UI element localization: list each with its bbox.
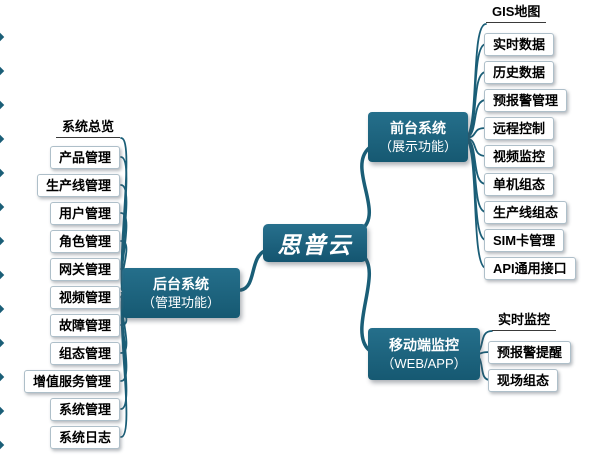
backend-leaf-node[interactable]: 组态管理: [49, 342, 120, 365]
main-connector: [239, 248, 269, 292]
main-connector: [359, 146, 372, 232]
branch-mobile[interactable]: 移动端监控 （WEB/APP）: [368, 328, 480, 380]
backend-leaf-node[interactable]: 系统总览: [55, 118, 120, 138]
mobile-leaf-node[interactable]: 现场组态: [488, 369, 559, 392]
branch-backend[interactable]: 后台系统 （管理功能）: [122, 268, 240, 318]
backend-leaf-node[interactable]: 用户管理: [49, 202, 120, 225]
connector: [463, 137, 487, 269]
backend-leaf-node[interactable]: 增值服务管理: [23, 370, 120, 393]
branch-frontend-sublabel: （展示功能）: [378, 139, 457, 154]
backend-leaf-node[interactable]: 系统管理: [49, 398, 120, 421]
mobile-leaf-node[interactable]: 实时监控: [492, 311, 557, 331]
frontend-leaf-node[interactable]: SIM卡管理: [484, 229, 565, 252]
frontend-leaf-node[interactable]: 视频监控: [484, 145, 555, 168]
frontend-leaf-node[interactable]: 预报警管理: [484, 89, 568, 112]
backend-leaf-node[interactable]: 视频管理: [49, 286, 120, 309]
backend-leaf-node[interactable]: 生产线管理: [36, 174, 120, 197]
branch-frontend[interactable]: 前台系统 （展示功能）: [368, 112, 468, 162]
frontend-leaf-node[interactable]: 历史数据: [484, 61, 555, 84]
backend-leaf-node[interactable]: 系统日志: [49, 426, 120, 449]
mobile-leaf-node[interactable]: 预报警提醒: [488, 341, 572, 364]
branch-backend-label: 后台系统: [153, 276, 209, 292]
branch-frontend-label: 前台系统: [390, 120, 446, 136]
center-topic[interactable]: 思普云: [263, 224, 367, 262]
backend-leaf-node[interactable]: 产品管理: [49, 146, 120, 169]
backend-leaf-node[interactable]: 角色管理: [49, 230, 120, 253]
branch-backend-sublabel: （管理功能）: [141, 295, 220, 310]
frontend-leaf-node[interactable]: 实时数据: [484, 33, 555, 56]
backend-leaf-node[interactable]: 网关管理: [49, 258, 120, 281]
branch-mobile-sublabel: （WEB/APP）: [381, 356, 467, 371]
backend-leaf-node[interactable]: 故障管理: [49, 314, 120, 337]
frontend-leaf-node[interactable]: 单机组态: [484, 173, 555, 196]
main-connector: [359, 252, 372, 352]
branch-mobile-label: 移动端监控: [389, 337, 459, 353]
frontend-leaf-node[interactable]: 生产线组态: [484, 201, 568, 224]
frontend-leaf-node[interactable]: GIS地图: [486, 3, 547, 23]
frontend-leaf-node[interactable]: 远程控制: [484, 117, 555, 140]
frontend-leaf-node[interactable]: API通用接口: [484, 257, 576, 280]
center-topic-label: 思普云: [277, 232, 353, 259]
